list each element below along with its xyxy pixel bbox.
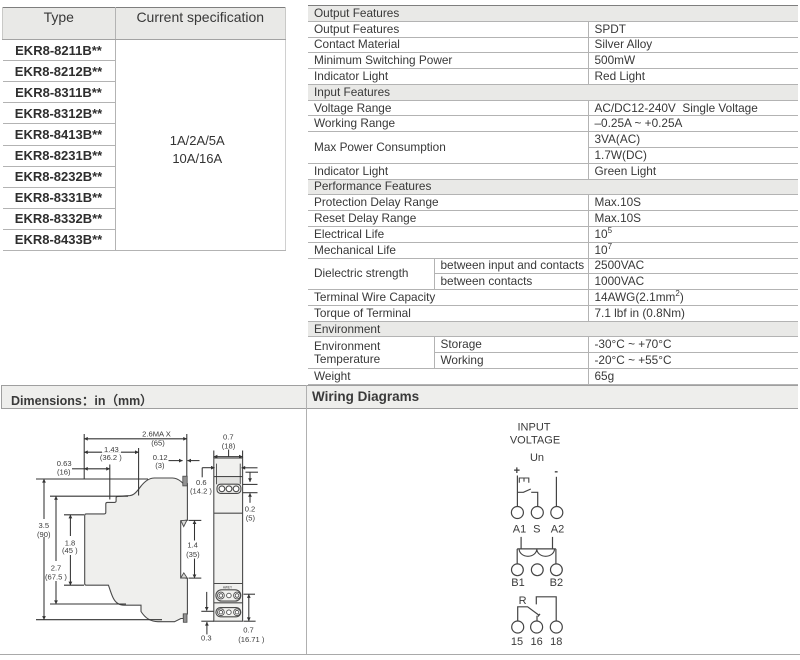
svg-text:(16): (16) bbox=[57, 468, 71, 477]
svg-text:(14.2 ): (14.2 ) bbox=[190, 487, 212, 496]
svg-text:15: 15 bbox=[511, 636, 523, 648]
svg-text:Un: Un bbox=[530, 452, 544, 464]
svg-text:18: 18 bbox=[550, 636, 562, 648]
svg-text:16: 16 bbox=[530, 636, 542, 648]
svg-text:(35): (35) bbox=[186, 550, 200, 559]
svg-text:1.4: 1.4 bbox=[187, 541, 198, 550]
svg-text:(18): (18) bbox=[222, 441, 236, 450]
svg-text:0.7: 0.7 bbox=[223, 432, 234, 441]
svg-text:0.12: 0.12 bbox=[153, 453, 168, 462]
svg-text:(3): (3) bbox=[155, 461, 165, 470]
svg-text:1.8: 1.8 bbox=[65, 539, 76, 548]
svg-text:0.2: 0.2 bbox=[245, 505, 256, 514]
svg-text:2.6MA X: 2.6MA X bbox=[142, 429, 171, 438]
svg-text:2.7: 2.7 bbox=[51, 564, 62, 573]
svg-text:INPUT: INPUT bbox=[518, 422, 551, 434]
svg-text:B2: B2 bbox=[550, 577, 563, 589]
svg-text:-: - bbox=[554, 466, 558, 478]
svg-text:AWEY: AWEY bbox=[223, 585, 233, 589]
svg-text:0.7: 0.7 bbox=[243, 625, 254, 634]
svg-text:S: S bbox=[533, 523, 540, 535]
svg-text:(90): (90) bbox=[37, 530, 51, 539]
svg-text:(36.2 ): (36.2 ) bbox=[100, 453, 122, 462]
svg-text:A1: A1 bbox=[513, 523, 526, 535]
svg-text:0.6: 0.6 bbox=[196, 478, 207, 487]
svg-text:(65): (65) bbox=[151, 438, 165, 447]
svg-text:3.5: 3.5 bbox=[39, 521, 50, 530]
svg-text:A2: A2 bbox=[551, 523, 564, 535]
svg-text:(5): (5) bbox=[246, 514, 256, 523]
svg-text:0.3: 0.3 bbox=[201, 633, 212, 642]
svg-text:R: R bbox=[519, 595, 527, 607]
svg-text:+: + bbox=[514, 465, 520, 477]
svg-text:B1: B1 bbox=[511, 577, 524, 589]
svg-text:VOLTAGE: VOLTAGE bbox=[510, 434, 560, 446]
svg-text:(16.71 ): (16.71 ) bbox=[238, 635, 265, 644]
svg-text:1.43: 1.43 bbox=[104, 445, 119, 454]
svg-text:0.63: 0.63 bbox=[57, 459, 72, 468]
svg-text:(45 ): (45 ) bbox=[62, 546, 78, 555]
svg-text:(67.5 ): (67.5 ) bbox=[45, 573, 67, 582]
